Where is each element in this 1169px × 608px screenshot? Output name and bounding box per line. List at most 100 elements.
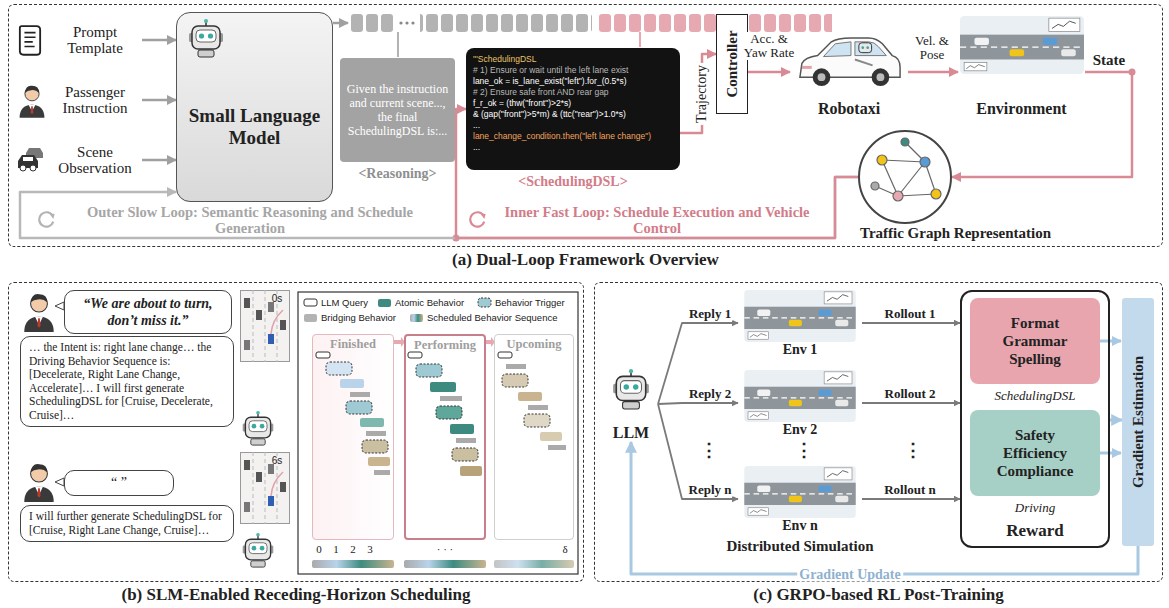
input-source: Scene Observation	[14, 140, 142, 180]
graphic-circle	[871, 182, 879, 190]
node-text: Given the instruction and current scene.…	[346, 82, 449, 138]
node-text: Prompt Template	[48, 24, 142, 56]
edge-label: Reply 2	[687, 386, 733, 401]
connector	[748, 71, 790, 74]
node-text: Env 2	[783, 422, 818, 438]
graphic-rect	[420, 14, 592, 32]
graphic-rect	[313, 335, 393, 539]
graphic-rect	[374, 470, 390, 475]
node-text: Traffic Graph Representation	[860, 224, 1051, 242]
graphic-rect	[350, 14, 395, 32]
graphic-circle	[931, 189, 941, 199]
graphic-rect	[360, 418, 384, 427]
connector	[862, 498, 960, 500]
connector	[862, 322, 960, 324]
annotation: ⋮	[795, 440, 807, 460]
graphic-use	[243, 533, 274, 567]
graphic-circle	[893, 191, 903, 201]
annotation: 6s	[266, 455, 288, 467]
performing-bars	[394, 337, 482, 476]
reward-term-box: Safety Efficiency ComplianceDriving	[970, 410, 1100, 496]
node-text: SchedulingDSL	[910, 388, 1160, 403]
graphic-use	[470, 212, 485, 226]
edge-label: State	[1091, 51, 1128, 69]
graphic-path	[55, 302, 64, 310]
node-text: f_r_ok = (thw("front")>2*s)	[473, 98, 673, 109]
graphic-rect	[524, 414, 550, 427]
speech-bubble: … the Intent is: right lane change… the …	[20, 336, 234, 427]
graphic-rect	[478, 298, 491, 307]
edge-label: Rollout 2	[883, 386, 938, 401]
annotation: · · ·	[425, 543, 465, 556]
graphic-use	[241, 452, 290, 524]
node-text: I will further generate SchedulingDSL fo…	[29, 510, 225, 537]
node-text: “ ”	[73, 475, 165, 491]
illustrated-node: Robotaxi	[790, 30, 908, 118]
reward-term-box: Format Grammar SpellingSchedulingDSL	[970, 298, 1100, 384]
graphic-rect	[548, 445, 566, 450]
graphic-circle	[901, 138, 909, 146]
node-text: Performing	[406, 336, 484, 352]
graphic-rect	[460, 466, 482, 476]
graphic-rect	[304, 299, 317, 306]
graphic-rect	[176, 12, 333, 202]
connector	[142, 99, 176, 102]
gradient-box: Gradient Estimation	[1122, 298, 1154, 546]
graphic-circle	[877, 155, 887, 165]
node-text: Format Grammar Spelling	[990, 314, 1080, 368]
graphic-rect	[430, 382, 456, 392]
legend-swatch	[378, 299, 391, 307]
annotation: δ	[558, 543, 572, 556]
graphic-rect	[502, 374, 528, 387]
graphic-line	[1100, 452, 1121, 455]
connector	[658, 323, 738, 404]
connector	[658, 403, 738, 404]
node-text: Finished	[313, 335, 393, 351]
connector	[952, 72, 1132, 177]
panel-c-art	[613, 290, 1121, 518]
graphic-circle	[920, 157, 930, 167]
graphic-line	[639, 32, 641, 47]
edge-label: Acc. & Yaw Rate	[739, 32, 799, 60]
node-text: ...	[473, 120, 673, 131]
connector	[658, 404, 738, 499]
graphic-line	[1100, 340, 1121, 343]
panel-b-art	[24, 290, 578, 574]
graphic-line	[898, 162, 925, 196]
speech-bubble: “ ”	[64, 470, 174, 496]
node-text: (a) Dual-Loop Framework Overview	[0, 250, 1169, 269]
graphic-rect	[298, 292, 578, 574]
node-text: <SchedulingDSL>	[406, 174, 740, 190]
graphic-line	[898, 194, 936, 196]
timeline-column: Finished	[312, 334, 394, 540]
panel-frame: (b) SLM-Enabled Receding-Horizon Schedul…	[8, 282, 584, 582]
node-text: (c) GRPO-based RL Post-Training	[535, 585, 1169, 604]
graphic-use	[744, 370, 855, 422]
node-text: Gradient Estimation	[1129, 356, 1147, 488]
graphic-use	[39, 212, 54, 226]
graphic-use	[18, 148, 43, 171]
graphic-use	[613, 369, 649, 409]
graphic-rect	[340, 379, 364, 388]
graphic-rect	[404, 560, 486, 568]
node-text: ...	[473, 142, 673, 153]
graphic-circle	[411, 21, 414, 24]
connector	[680, 54, 716, 133]
code-box: '''SchedulingDSL# 1) Ensure or wait unti…	[466, 48, 680, 170]
edge-label: Trajectory	[695, 63, 709, 125]
graphic-path	[55, 478, 64, 486]
annotation: ⋮	[700, 440, 712, 460]
controller-box: Controller	[716, 14, 748, 114]
graphic-rect	[350, 392, 370, 397]
graphic-circle	[405, 21, 408, 24]
graphic-use	[24, 294, 53, 332]
graphic-rect	[408, 352, 422, 358]
edge-label: Vel. & Pose	[907, 34, 957, 62]
graphic-use	[20, 26, 40, 55]
graphic-rect	[316, 352, 330, 358]
graph-circle: Traffic Graph Representation	[858, 130, 952, 224]
finished-bars	[316, 352, 390, 475]
legend-text: Bridging Behavior	[321, 312, 396, 324]
annotation: 3	[364, 543, 376, 556]
